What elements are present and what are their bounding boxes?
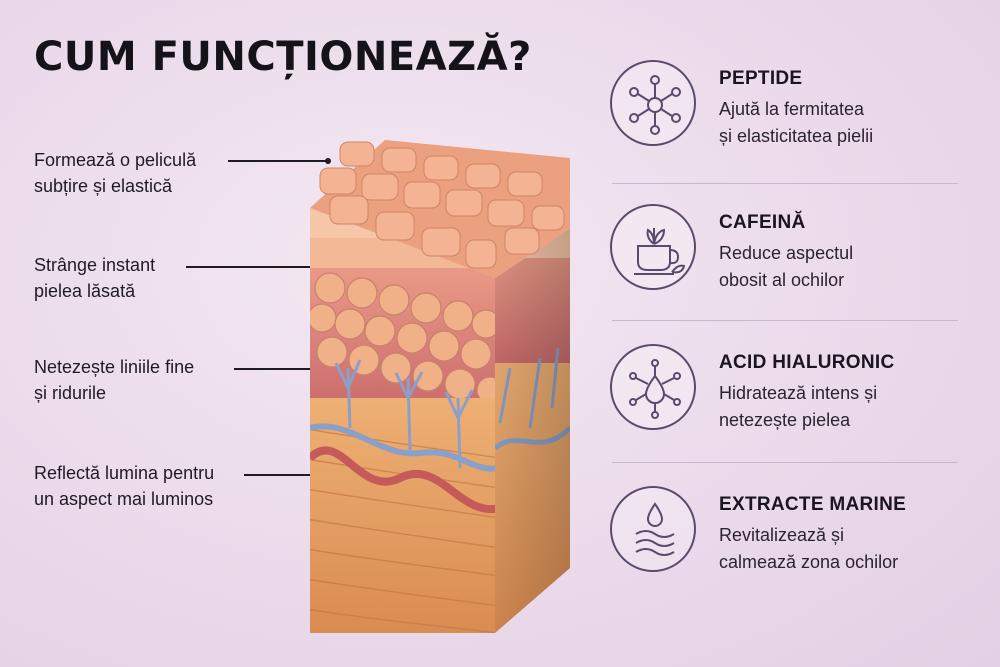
ingredient-peptide-description: Ajută la fermitatea și elasticitatea pie… [719,96,959,150]
callout-smoothing: Netezește liniile fine și ridurile [34,354,234,406]
molecule-network-icon [610,60,696,146]
callout-film: Formează o peliculă subțire și elastică [34,147,234,199]
callout-film-line2: subțire și elastică [34,176,173,196]
ingredient-hyaluronic-acid-desc-line1: Hidratează intens și [719,383,878,403]
ingredient-peptide-desc-line2: și elasticitatea pielii [719,126,874,146]
ingredient-marine-extracts-description: Revitalizează și calmează zona ochilor [719,522,959,576]
ingredient-caffeine: CAFEINĂ Reduce aspectul obosit al ochilo… [610,204,960,324]
ingredient-caffeine-name: CAFEINĂ [719,212,806,233]
ingredient-marine-extracts: EXTRACTE MARINE Revitalizează și calmeaz… [610,486,960,606]
callout-smoothing-line2: și ridurile [34,383,107,403]
ingredient-hyaluronic-acid-desc-line2: netezește pielea [719,410,851,430]
ingredient-hyaluronic-acid-description: Hidratează intens și netezește pielea [719,380,959,434]
callout-firming-line1: Strânge instant [34,255,156,275]
ingredient-caffeine-desc-line1: Reduce aspectul [719,243,854,263]
callout-film-line1: Formează o peliculă [34,150,197,170]
ingredient-marine-extracts-name: EXTRACTE MARINE [719,494,907,515]
page-title: CUM FUNCȚIONEAZĂ? [34,34,532,80]
ingredient-hyaluronic-acid-name: ACID HIALURONIC [719,352,895,373]
ingredient-caffeine-description: Reduce aspectul obosit al ochilor [719,240,959,294]
dermis-cells [310,272,495,404]
ingredient-peptide: PEPTIDE Ajută la fermitatea și elasticit… [610,60,960,180]
callout-film-leader [228,158,331,164]
artery [310,446,495,514]
ingredient-peptide-desc-line1: Ajută la fermitatea [719,99,865,119]
coffee-cup-icon [610,204,696,290]
ingredient-marine-extracts-desc-line2: calmează zona ochilor [719,552,899,572]
surface-cells [319,141,565,269]
separator [612,320,958,321]
callout-radiance-line1: Reflectă lumina pentru [34,463,215,483]
capillaries [334,359,474,469]
ingredient-hyaluronic-acid: ACID HIALURONIC Hidratează intens și net… [610,344,960,464]
callout-firming-line2: pielea lăsată [34,281,136,301]
fat-layer-lines [310,427,495,633]
drop-waves-icon [610,486,696,572]
callout-smoothing-line1: Netezește liniile fine [34,357,195,377]
skin-cross-section-illustration [310,140,570,633]
callout-radiance-line2: un aspect mai luminos [34,489,214,509]
separator [612,462,958,463]
skin-side-face [495,228,570,633]
callout-radiance: Reflectă lumina pentru un aspect mai lum… [34,460,234,512]
callout-firming: Strânge instant pielea lăsată [34,252,234,304]
vein [310,423,495,472]
ingredient-marine-extracts-desc-line1: Revitalizează și [719,525,845,545]
ingredient-peptide-name: PEPTIDE [719,68,803,89]
water-drop-molecule-icon [610,344,696,430]
separator [612,183,958,184]
ingredient-caffeine-desc-line2: obosit al ochilor [719,270,845,290]
